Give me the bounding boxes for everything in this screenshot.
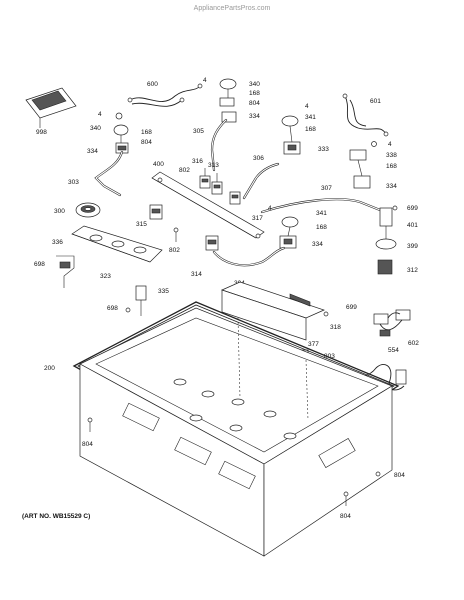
label-318[interactable]: 318 [330, 324, 341, 331]
gas-tube-307[interactable] [260, 198, 382, 214]
gas-tube-303[interactable] [94, 150, 124, 197]
screw-804-left[interactable] [87, 417, 93, 432]
label-601[interactable]: 601 [370, 98, 381, 105]
gas-tube-305[interactable] [210, 118, 228, 172]
label-698-a[interactable]: 698 [34, 261, 45, 268]
label-314[interactable]: 314 [191, 271, 202, 278]
gas-tube-306[interactable] [242, 162, 280, 200]
label-300[interactable]: 300 [54, 208, 65, 215]
label-4-b[interactable]: 4 [203, 77, 207, 84]
wire-harness-600[interactable] [127, 83, 203, 107]
label-803[interactable]: 803 [324, 353, 335, 360]
label-338[interactable]: 338 [386, 152, 397, 159]
bracket-318[interactable] [221, 281, 329, 341]
valve-assembly-right[interactable] [349, 141, 377, 189]
gas-tube-304[interactable] [212, 246, 286, 267]
label-168-a[interactable]: 168 [141, 129, 152, 136]
label-401[interactable]: 401 [407, 222, 418, 229]
valve-assembly-right-center[interactable] [279, 216, 299, 249]
label-554[interactable]: 554 [388, 347, 399, 354]
cooktop-frame-200[interactable] [72, 301, 400, 557]
burner-valves-center[interactable] [199, 168, 241, 205]
label-200[interactable]: 200 [44, 365, 55, 372]
burner-assembly-323[interactable] [71, 225, 163, 263]
label-323[interactable]: 323 [100, 273, 111, 280]
gas-manifold-400[interactable] [151, 171, 265, 239]
label-340-a[interactable]: 340 [90, 125, 101, 132]
screw-804-right[interactable] [375, 471, 381, 477]
label-400[interactable]: 400 [153, 161, 164, 168]
label-4-e[interactable]: 4 [268, 205, 272, 212]
valve-assembly-right-rear[interactable] [281, 115, 301, 155]
label-699-b[interactable]: 699 [346, 304, 357, 311]
igniter-bracket-336[interactable] [56, 255, 75, 288]
label-316[interactable]: 316 [192, 158, 203, 165]
label-335[interactable]: 335 [158, 288, 169, 295]
label-305[interactable]: 305 [193, 128, 204, 135]
label-802-a[interactable]: 802 [179, 167, 190, 174]
label-699-a[interactable]: 699 [407, 205, 418, 212]
label-168-c[interactable]: 168 [305, 126, 316, 133]
label-377[interactable]: 377 [308, 341, 319, 348]
label-602[interactable]: 602 [408, 340, 419, 347]
label-168-b[interactable]: 168 [249, 90, 260, 97]
label-303[interactable]: 303 [68, 179, 79, 186]
label-804-b[interactable]: 804 [249, 100, 260, 107]
label-334-a[interactable]: 334 [87, 148, 98, 155]
screw-802[interactable] [173, 227, 179, 242]
literature-kit-part[interactable] [25, 87, 77, 128]
label-307[interactable]: 307 [321, 185, 332, 192]
label-4-c[interactable]: 4 [305, 103, 309, 110]
label-998[interactable]: 998 [36, 129, 47, 136]
pressure-regulator-parts[interactable] [375, 205, 398, 275]
label-4-a[interactable]: 4 [98, 111, 102, 118]
valve-assembly-left-rear[interactable] [113, 112, 129, 154]
screw-804-bottom[interactable] [343, 491, 349, 506]
burner-valve-315[interactable] [149, 204, 163, 220]
burner-head-300[interactable] [75, 202, 101, 218]
label-804-c[interactable]: 804 [82, 441, 93, 448]
burner-valve-314[interactable] [205, 235, 219, 251]
label-600[interactable]: 600 [147, 81, 158, 88]
label-312[interactable]: 312 [407, 267, 418, 274]
wire-harness-601[interactable] [342, 93, 389, 137]
label-334-c[interactable]: 334 [386, 183, 397, 190]
label-313[interactable]: 313 [208, 162, 219, 169]
label-334-b[interactable]: 334 [249, 113, 260, 120]
label-315[interactable]: 315 [136, 221, 147, 228]
watermark: AppliancePartsPros.com [194, 5, 271, 12]
art-number: (ART NO. WB15529 C) [22, 513, 90, 520]
label-341-b[interactable]: 341 [316, 210, 327, 217]
label-4-d[interactable]: 4 [388, 141, 392, 148]
label-804-a[interactable]: 804 [141, 139, 152, 146]
wire-harness-602[interactable] [373, 309, 411, 337]
label-306[interactable]: 306 [253, 155, 264, 162]
label-334-d[interactable]: 334 [312, 241, 323, 248]
label-698-b[interactable]: 698 [107, 305, 118, 312]
igniter-335[interactable] [125, 285, 147, 316]
label-804-e[interactable]: 804 [340, 513, 351, 520]
label-333[interactable]: 333 [318, 146, 329, 153]
label-168-d[interactable]: 168 [386, 163, 397, 170]
label-802-b[interactable]: 802 [169, 247, 180, 254]
label-168-e[interactable]: 168 [316, 224, 327, 231]
label-336[interactable]: 336 [52, 239, 63, 246]
label-399[interactable]: 399 [407, 243, 418, 250]
label-804-d[interactable]: 804 [394, 472, 405, 479]
label-340-b[interactable]: 340 [249, 81, 260, 88]
label-341-a[interactable]: 341 [305, 114, 316, 121]
label-317[interactable]: 317 [252, 215, 263, 222]
valve-assembly-center-rear[interactable] [219, 78, 237, 123]
